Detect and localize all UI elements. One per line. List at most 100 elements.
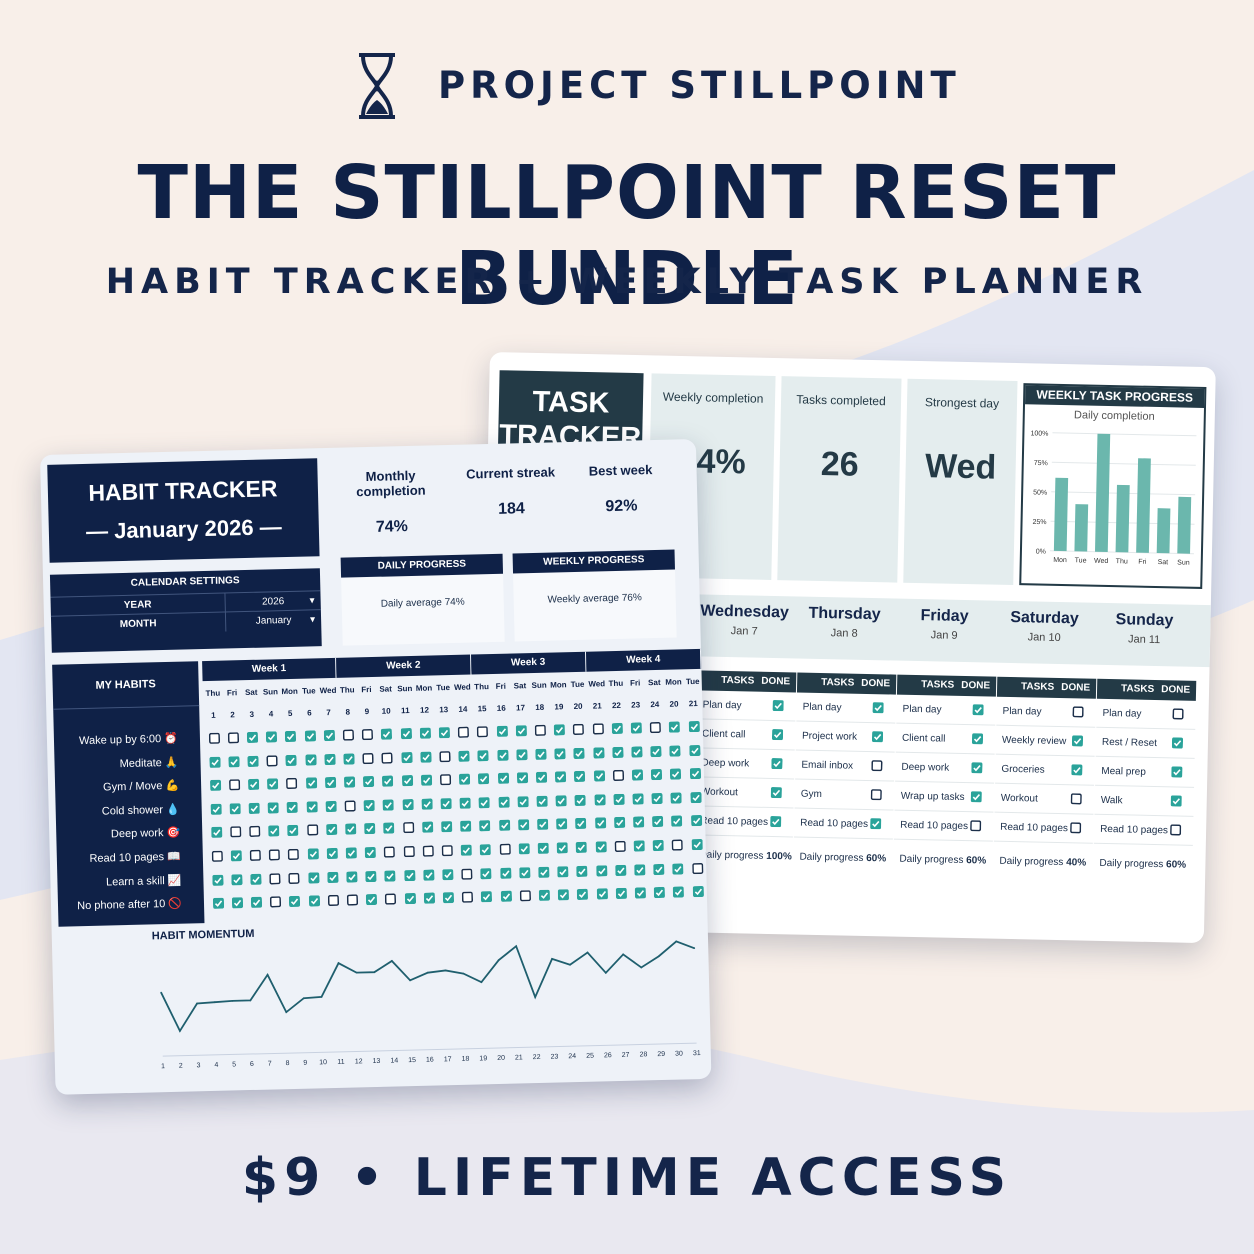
habit-checkbox[interactable] [343, 753, 355, 765]
habit-checkbox[interactable] [535, 748, 547, 760]
task-done-checkbox[interactable] [870, 789, 882, 801]
habit-checkbox[interactable] [361, 729, 374, 741]
task-done-checkbox[interactable] [1170, 824, 1182, 836]
habit-checkbox[interactable] [382, 799, 395, 811]
habit-checkbox[interactable] [596, 888, 608, 900]
habit-checkbox[interactable] [419, 727, 431, 739]
habit-checkbox[interactable] [381, 728, 393, 740]
habit-checkbox[interactable] [231, 897, 243, 909]
habit-checkbox[interactable] [457, 726, 470, 738]
habit-checkbox[interactable] [247, 778, 260, 791]
habit-checkbox[interactable] [211, 874, 224, 886]
habit-checkbox[interactable] [556, 818, 568, 830]
habit-checkbox[interactable] [670, 792, 682, 804]
month-select[interactable]: January [224, 610, 322, 632]
task-done-checkbox[interactable] [772, 700, 784, 712]
habit-checkbox[interactable] [346, 894, 358, 906]
habit-checkbox[interactable] [614, 864, 627, 876]
habit-checkbox[interactable] [365, 870, 377, 882]
habit-checkbox[interactable] [595, 841, 607, 853]
task-done-checkbox[interactable] [871, 731, 884, 743]
habit-checkbox[interactable] [384, 870, 396, 882]
habit-checkbox[interactable] [594, 817, 606, 829]
habit-checkbox[interactable] [689, 768, 701, 780]
habit-checkbox[interactable] [612, 770, 624, 782]
habit-checkbox[interactable] [266, 754, 278, 767]
habit-checkbox[interactable] [306, 824, 318, 836]
habit-checkbox[interactable] [575, 841, 588, 853]
habit-checkbox[interactable] [343, 776, 356, 788]
habit-checkbox[interactable] [325, 800, 337, 812]
habit-checkbox[interactable] [346, 871, 358, 883]
habit-checkbox[interactable] [420, 751, 432, 763]
habit-checkbox[interactable] [441, 845, 453, 857]
habit-checkbox[interactable] [536, 795, 548, 807]
habit-checkbox[interactable] [423, 892, 435, 904]
habit-checkbox[interactable] [517, 819, 529, 831]
habit-checkbox[interactable] [421, 798, 433, 810]
habit-checkbox[interactable] [673, 886, 685, 898]
habit-checkbox[interactable] [269, 872, 281, 885]
habit-checkbox[interactable] [270, 896, 282, 908]
habit-checkbox[interactable] [229, 826, 242, 838]
habit-checkbox[interactable] [401, 775, 413, 787]
habit-checkbox[interactable] [519, 890, 531, 902]
habit-checkbox[interactable] [651, 792, 663, 804]
habit-checkbox[interactable] [228, 779, 240, 791]
habit-checkbox[interactable] [577, 888, 589, 901]
habit-checkbox[interactable] [305, 777, 317, 789]
habit-checkbox[interactable] [289, 896, 301, 908]
habit-checkbox[interactable] [691, 838, 703, 851]
habit-checkbox[interactable] [362, 752, 374, 764]
habit-checkbox[interactable] [498, 796, 510, 808]
habit-checkbox[interactable] [500, 890, 512, 903]
habit-checkbox[interactable] [690, 815, 702, 827]
habit-checkbox[interactable] [480, 867, 492, 879]
habit-checkbox[interactable] [326, 847, 338, 860]
habit-checkbox[interactable] [593, 770, 605, 782]
habit-checkbox[interactable] [555, 771, 567, 783]
habit-checkbox[interactable] [421, 821, 433, 834]
habit-checkbox[interactable] [323, 729, 335, 742]
habit-checkbox[interactable] [653, 863, 665, 875]
habit-checkbox[interactable] [209, 779, 221, 792]
task-done-checkbox[interactable] [770, 816, 782, 828]
habit-checkbox[interactable] [306, 801, 318, 813]
habit-checkbox[interactable] [402, 798, 414, 811]
habit-checkbox[interactable] [652, 816, 664, 828]
habit-checkbox[interactable] [384, 846, 396, 858]
habit-checkbox[interactable] [286, 778, 298, 790]
habit-checkbox[interactable] [286, 801, 299, 813]
habit-checkbox[interactable] [651, 769, 663, 781]
habit-checkbox[interactable] [441, 821, 453, 833]
habit-checkbox[interactable] [632, 816, 645, 828]
habit-checkbox[interactable] [460, 844, 472, 856]
habit-checkbox[interactable] [670, 768, 682, 780]
habit-checkbox[interactable] [573, 747, 585, 759]
habit-checkbox[interactable] [249, 849, 261, 861]
habit-checkbox[interactable] [344, 800, 356, 812]
habit-checkbox[interactable] [518, 843, 530, 855]
habit-checkbox[interactable] [653, 887, 666, 899]
task-done-checkbox[interactable] [972, 704, 984, 716]
habit-checkbox[interactable] [691, 862, 703, 874]
habit-checkbox[interactable] [517, 796, 529, 808]
habit-checkbox[interactable] [671, 839, 684, 851]
habit-checkbox[interactable] [230, 850, 242, 862]
habit-checkbox[interactable] [671, 815, 683, 828]
habit-checkbox[interactable] [574, 794, 586, 806]
habit-checkbox[interactable] [385, 893, 397, 905]
habit-checkbox[interactable] [554, 747, 566, 760]
habit-checkbox[interactable] [228, 755, 240, 768]
habit-checkbox[interactable] [477, 749, 489, 761]
task-done-checkbox[interactable] [1070, 793, 1082, 805]
habit-checkbox[interactable] [516, 748, 528, 760]
task-done-checkbox[interactable] [871, 760, 883, 772]
habit-checkbox[interactable] [400, 728, 412, 740]
habit-checkbox[interactable] [403, 846, 415, 858]
habit-checkbox[interactable] [592, 723, 604, 735]
habit-checkbox[interactable] [268, 849, 281, 861]
habit-checkbox[interactable] [363, 776, 375, 788]
habit-checkbox[interactable] [555, 795, 567, 807]
habit-checkbox[interactable] [461, 868, 473, 880]
